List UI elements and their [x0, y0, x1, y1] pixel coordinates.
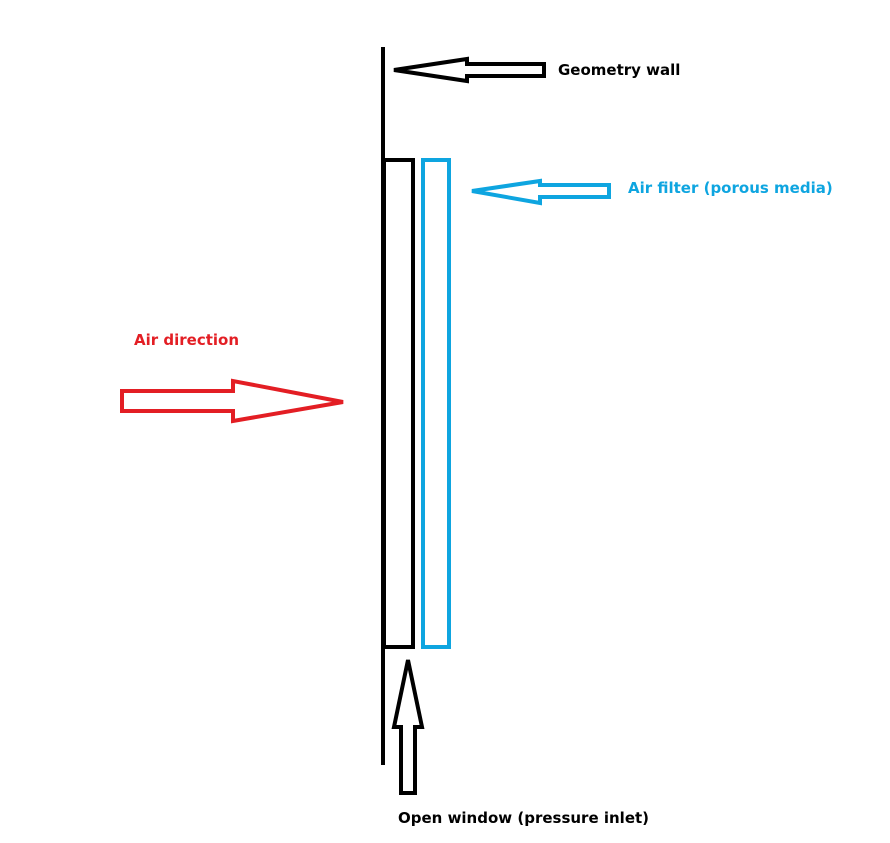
air-filter-arrow	[471, 178, 611, 206]
open-window-label: Open window (pressure inlet)	[398, 809, 650, 827]
geometry-wall-arrow	[393, 56, 546, 84]
pressure-inlet-arrow	[391, 659, 425, 795]
air-filter-label: Air filter (porous media)	[628, 179, 833, 197]
wall-box	[382, 158, 415, 649]
air-direction-label: Air direction	[134, 331, 240, 349]
air-direction-arrow	[120, 378, 344, 424]
air-filter-box	[421, 158, 451, 649]
geometry-wall-label: Geometry wall	[558, 61, 681, 79]
